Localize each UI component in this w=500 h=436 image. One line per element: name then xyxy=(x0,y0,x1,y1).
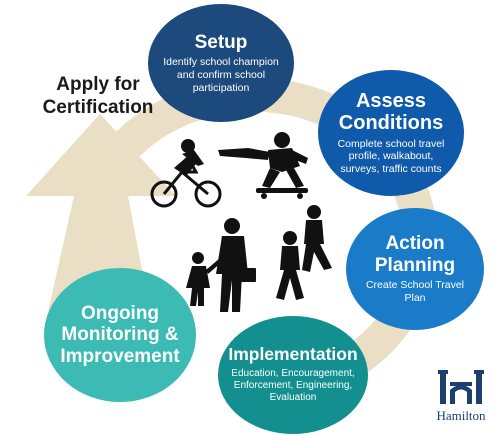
stage-description: Complete school travel profile, walkabou… xyxy=(337,137,445,176)
stage-assess-conditions: Assess Conditions Complete school travel… xyxy=(318,70,464,196)
hamilton-wordmark: Hamilton xyxy=(436,408,486,423)
stage-ongoing-monitoring: Ongoing Monitoring & Improvement xyxy=(44,268,196,402)
stage-description: Create School Travel Plan xyxy=(365,278,465,304)
cyclist-icon xyxy=(150,139,222,208)
cycle-arrowhead xyxy=(26,114,176,312)
stage-title: Implementation xyxy=(228,344,358,365)
stage-title: Ongoing Monitoring & Improvement xyxy=(60,303,180,367)
adult-with-child-icon xyxy=(186,218,256,312)
skateboarder-icon xyxy=(218,132,308,199)
stage-setup: Setup Identify school champion and confi… xyxy=(148,4,294,122)
stage-description: Education, Encouragement, Enforcement, E… xyxy=(231,368,355,404)
stage-title: Setup xyxy=(194,31,248,53)
walking-children-icon xyxy=(276,205,332,300)
apply-for-certification-label: Apply for Certification xyxy=(42,74,154,118)
stage-title: Assess Conditions xyxy=(338,89,444,135)
hamilton-logo-icon xyxy=(438,370,484,404)
stage-action-planning: Action Planning Create School Travel Pla… xyxy=(346,208,484,330)
stage-implementation: Implementation Education, Encouragement,… xyxy=(218,316,368,434)
stage-description: Identify school champion and confirm sch… xyxy=(163,55,279,94)
stage-title: Action Planning xyxy=(374,233,456,276)
